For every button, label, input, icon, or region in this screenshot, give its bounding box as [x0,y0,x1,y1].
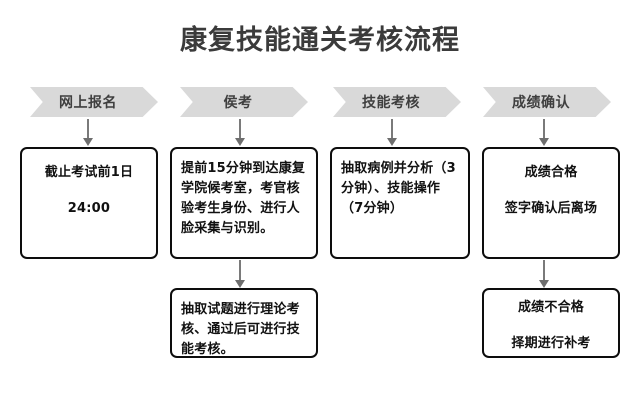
box-skill-assessment-detail[interactable]: 抽取病例并分析（3分钟）、技能操作（7分钟） [330,147,470,259]
box-pass-line-2: 签字确认后离场 [504,201,598,217]
box-pass-line-1: 成绩合格 [524,165,578,180]
box-fail-line-1: 成绩不合格 [517,300,584,315]
box-registration-line-2: 24:00 [67,201,111,217]
box-theory-exam[interactable]: 抽取试题进行理论考核、通过后可进行技能考核。 [170,288,318,358]
connector-banner-to-pass [537,119,551,146]
box-theory-text: 抽取试题进行理论考核、通过后可进行技能考核。 [181,302,300,358]
stage-banner-label: 技能考核 [362,95,420,111]
stage-banner-result-confirmation[interactable]: 成绩确认 [483,87,611,117]
stage-banner-waiting[interactable]: 侯考 [180,87,308,117]
box-result-pass[interactable]: 成绩合格 签字确认后离场 [482,147,620,259]
box-waiting-room-procedure[interactable]: 提前15分钟到达康复学院候考室，考官核验考生身份、进行人脸采集与识别。 [170,147,318,259]
connector-banner-to-skill [385,119,399,146]
connector-pass-to-fail [537,260,551,288]
box-result-fail[interactable]: 成绩不合格 择期进行补考 [482,288,620,358]
stage-banner-label: 侯考 [223,95,253,111]
connector-banner-to-registration [81,119,95,146]
stage-banner-online-registration[interactable]: 网上报名 [30,87,158,117]
stage-banner-label: 成绩确认 [512,95,570,111]
stage-banner-skill-assessment[interactable]: 技能考核 [333,87,461,117]
connector-banner-to-waiting [233,119,247,146]
box-registration-deadline[interactable]: 截止考试前1日 24:00 [20,147,158,259]
stage-banner-label: 网上报名 [59,95,117,111]
page-title: 康复技能通关考核流程 [180,25,460,56]
box-fail-line-2: 择期进行补考 [511,336,591,352]
box-waiting-text: 提前15分钟到达康复学院候考室，考官核验考生身份、进行人脸采集与识别。 [181,161,306,237]
box-skill-text: 抽取病例并分析（3分钟）、技能操作（7分钟） [341,161,456,217]
box-registration-line-1: 截止考试前1日 [44,165,134,180]
connector-waiting-to-theory [233,260,247,288]
